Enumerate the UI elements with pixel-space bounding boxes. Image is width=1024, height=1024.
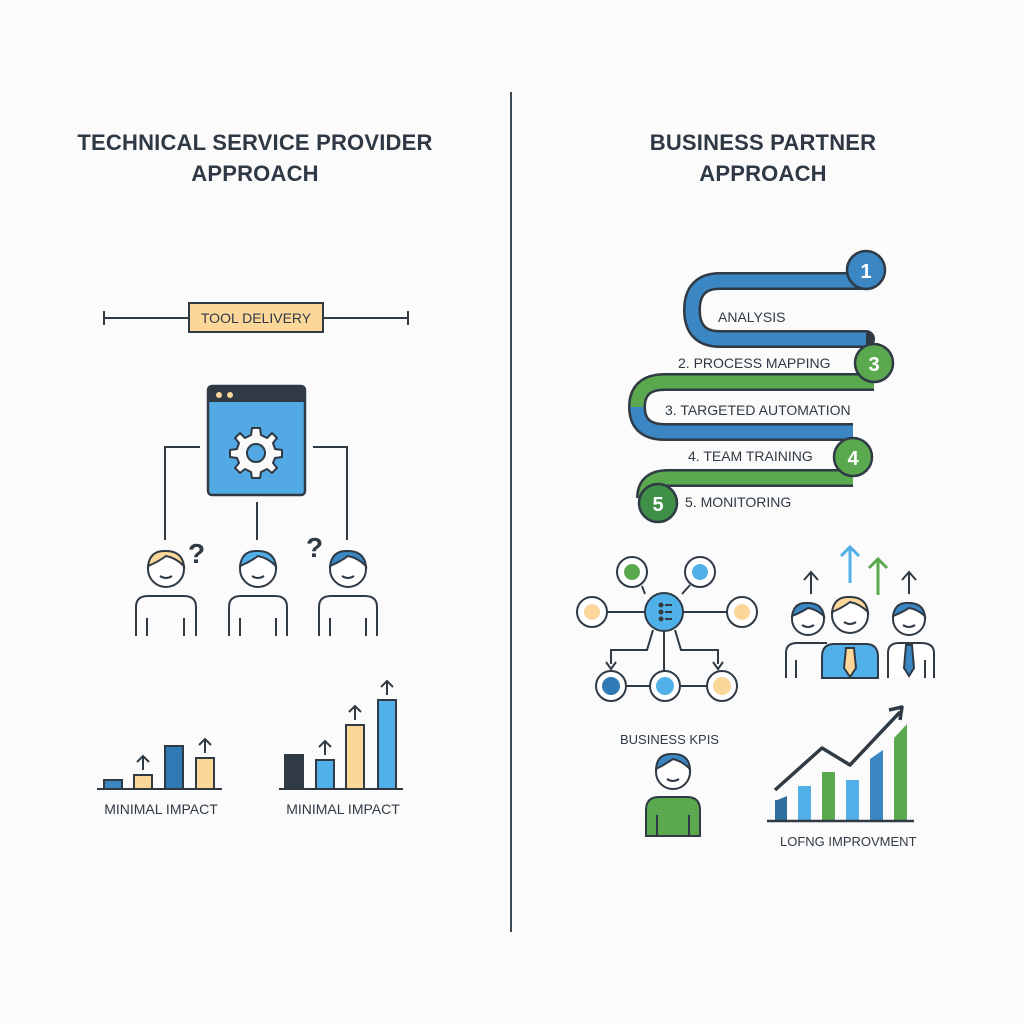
left-title-line1: TECHNICAL SERVICE PROVIDER xyxy=(77,130,433,155)
question-mark-icon: ? xyxy=(306,532,323,563)
arrow-up-icon xyxy=(136,737,212,770)
improvement-chart xyxy=(767,705,914,823)
business-kpis-label: BUSINESS KPIS xyxy=(620,732,719,747)
step-label-team-training: 4. TEAM TRAINING xyxy=(688,448,813,464)
user-confused-3 xyxy=(318,549,378,636)
tool-delivery-box xyxy=(188,302,324,333)
long-improvement-label: LOFNG IMPROVMENT xyxy=(780,834,917,849)
kpi-person-icon xyxy=(645,752,701,837)
connector-lines xyxy=(164,446,348,540)
trend-line xyxy=(773,710,902,792)
step-badge-3: 3 xyxy=(853,342,895,384)
left-title: TECHNICAL SERVICE PROVIDER APPROACH xyxy=(40,127,470,189)
timeline xyxy=(103,311,409,325)
step-label-targeted-automation: 3. TARGETED AUTOMATION xyxy=(665,402,851,418)
svg-text:1: 1 xyxy=(860,261,871,283)
arrow-up-icon xyxy=(318,679,394,755)
svg-text:4: 4 xyxy=(847,448,859,470)
chart-2-label: MINIMAL IMPACT xyxy=(286,801,400,817)
right-title: BUSINESS PARTNER APPROACH xyxy=(613,127,913,189)
user-confused-1 xyxy=(135,549,197,636)
svg-text:3: 3 xyxy=(868,354,879,376)
question-mark-icon: ? xyxy=(188,538,205,569)
step-label-analysis: ANALYSIS xyxy=(718,309,786,325)
user-confused-2 xyxy=(228,549,288,636)
step-badge-5: 5 xyxy=(637,482,679,524)
step-label-process-mapping: 2. PROCESS MAPPING xyxy=(678,355,831,371)
chart-1-label: MINIMAL IMPACT xyxy=(104,801,218,817)
step-badge-4: 4 xyxy=(832,436,874,478)
process-path xyxy=(628,272,875,499)
step-label-monitoring: 5. MONITORING xyxy=(685,494,792,510)
settings-window-icon xyxy=(206,384,307,497)
left-title-line2: APPROACH xyxy=(191,161,319,186)
list-icon xyxy=(658,602,672,622)
team-growth-icon xyxy=(785,544,935,679)
svg-text:5: 5 xyxy=(652,494,663,516)
right-title-line2: APPROACH xyxy=(699,161,827,186)
arrow-up-icon xyxy=(803,544,917,595)
bar-chart-1 xyxy=(97,737,222,790)
trend-arrow-icon xyxy=(888,705,904,721)
gear-icon xyxy=(229,427,283,479)
process-network-diagram xyxy=(605,584,727,687)
center-divider xyxy=(510,92,512,932)
bar-chart-2 xyxy=(279,679,403,790)
tool-delivery-label: TOOL DELIVERY xyxy=(200,310,312,326)
network-nodes xyxy=(576,556,758,702)
right-title-line1: BUSINESS PARTNER xyxy=(649,130,877,155)
step-badge-1: 1 xyxy=(845,249,887,291)
